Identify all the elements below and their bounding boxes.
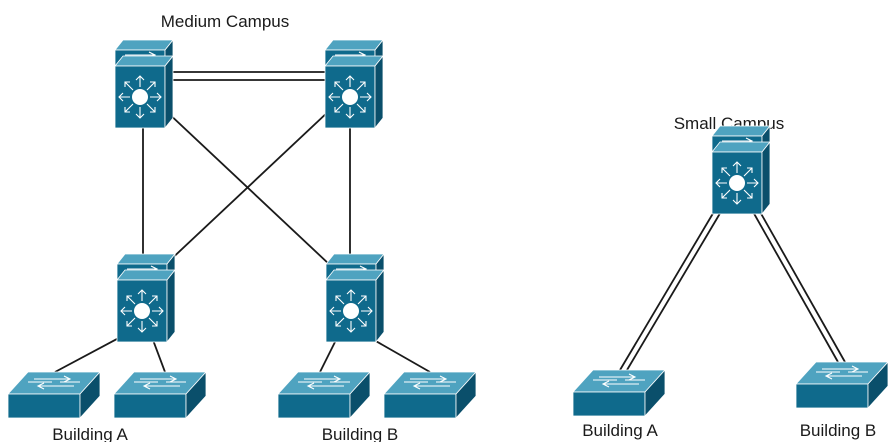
access-switch-a2-icon bbox=[113, 371, 207, 419]
core-switch-right-icon bbox=[324, 39, 384, 129]
access-switch-a1-icon bbox=[7, 371, 101, 419]
link-small-core-to-a-2 bbox=[626, 209, 723, 371]
distribution-switch-right-icon bbox=[325, 253, 385, 343]
distribution-switch-left-icon bbox=[116, 253, 176, 343]
small-building-b-label: Building B bbox=[800, 421, 877, 440]
medium-building-a-label: Building A bbox=[52, 425, 128, 442]
small-campus-links bbox=[619, 209, 846, 371]
small-building-a-label: Building A bbox=[582, 421, 658, 440]
access-switch-b1-icon bbox=[277, 371, 371, 419]
medium-building-b-label: Building B bbox=[322, 425, 399, 442]
small-campus-group: Small Campus Building A Building B bbox=[572, 114, 888, 440]
link-core-right-to-dist-left bbox=[164, 109, 331, 266]
medium-campus-title: Medium Campus bbox=[161, 12, 290, 31]
small-campus-core-switch-icon bbox=[711, 125, 771, 215]
small-access-switch-a-icon bbox=[572, 369, 666, 417]
link-small-core-to-b-2 bbox=[758, 209, 846, 363]
medium-campus-group: Medium Campus Building A Building B bbox=[7, 12, 477, 442]
small-access-switch-b-icon bbox=[795, 361, 888, 409]
link-small-core-to-b-1 bbox=[751, 209, 839, 363]
core-switch-left-icon bbox=[114, 39, 174, 129]
link-small-core-to-a-1 bbox=[619, 209, 716, 371]
access-switch-b2-icon bbox=[383, 371, 477, 419]
